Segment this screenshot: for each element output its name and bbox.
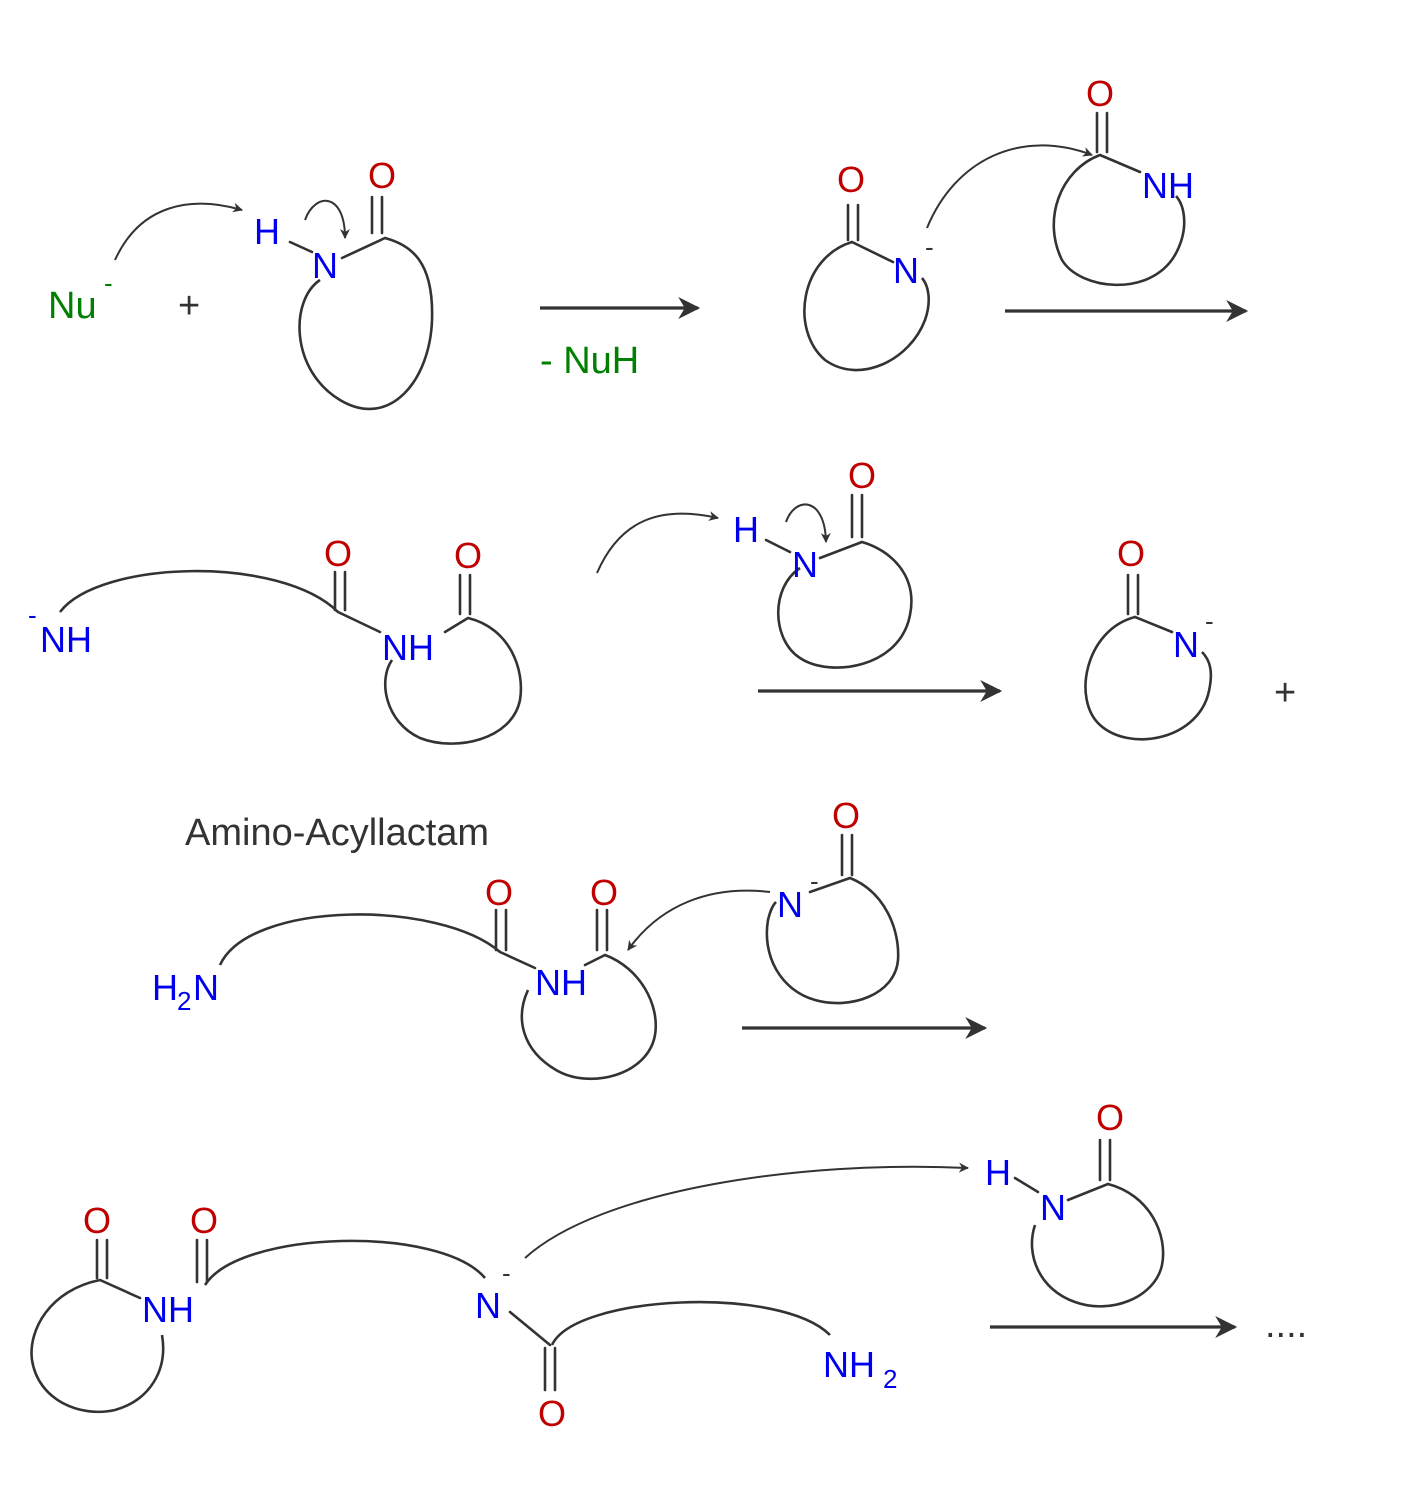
amide-c-n-bond — [498, 950, 537, 970]
lactam-anion-2: O N - — [1084, 533, 1214, 741]
c-n-bond — [1133, 615, 1174, 634]
growing-chain-anion: O NH O - N O NH 2 — [30, 1200, 897, 1434]
lactam-ring — [1052, 153, 1186, 287]
acyllactam-anion: - NH O NH O — [28, 533, 523, 745]
hydrogen-atom: H — [733, 509, 759, 550]
ring-oxygen: O — [83, 1200, 111, 1241]
oxygen-atom: O — [832, 795, 860, 836]
hydrogen-atom: H — [985, 1152, 1011, 1193]
amine-h: H — [152, 967, 178, 1008]
anion-charge: - — [810, 866, 819, 896]
nucleophile-label: Nu — [48, 285, 97, 327]
nh-group: NH — [1142, 165, 1194, 206]
amine-nh: NH — [823, 1344, 875, 1385]
c-n-bond — [1066, 1182, 1110, 1202]
anion-charge: - — [1205, 606, 1214, 636]
ring-c-n-bond — [583, 953, 607, 967]
amide-oxygen: O — [324, 533, 352, 574]
lactam-1: O N H — [254, 155, 434, 411]
oxygen-atom: O — [368, 155, 396, 196]
n-c-bond — [508, 1310, 552, 1347]
ring-c-n-bond — [443, 616, 470, 634]
curly-arrow-proton-abstraction — [114, 202, 243, 261]
row-1-deprotonation: Nu - + O N H - NuH O N - — [48, 73, 1249, 411]
anion-charge: - — [502, 1258, 511, 1288]
amine-subscript: 2 — [883, 1364, 897, 1394]
alkyl-chain-1 — [203, 1239, 486, 1286]
n-h-bond — [1013, 1176, 1040, 1194]
acyl-oxygen: O — [538, 1393, 566, 1434]
lactam-ring — [298, 236, 434, 411]
lactam-2: O NH — [1052, 73, 1194, 287]
curly-arrow-nucleophilic-attack — [926, 144, 1093, 229]
nh-anion: NH — [40, 619, 92, 660]
lactam-ring — [30, 1278, 165, 1414]
nitrogen-atom: N — [792, 544, 818, 585]
lactam-ring — [765, 876, 900, 1005]
continuation-ellipsis: .... — [1265, 1304, 1307, 1346]
nitrogen-anion: N — [1173, 624, 1199, 665]
lactam-ring — [520, 953, 658, 1081]
c-n-bond — [818, 540, 864, 560]
oxygen-atom: O — [848, 455, 876, 496]
amide-c-n-bond — [336, 610, 382, 634]
amide-oxygen: O — [190, 1200, 218, 1241]
anion-charge: - — [925, 232, 934, 262]
nitrogen-anion: N — [475, 1285, 501, 1326]
c-n-bond — [808, 876, 852, 894]
nitrogen-anion: N — [893, 250, 919, 291]
alkyl-chain — [218, 913, 501, 966]
row-2-proton-transfer: - NH O NH O O N H — [28, 455, 1296, 745]
nucleophile-charge: - — [104, 268, 113, 298]
lactam-ring — [1084, 615, 1213, 741]
hydrogen-atom: H — [254, 211, 280, 252]
lactam-anion-3: N - O — [765, 795, 900, 1005]
amide-oxygen: O — [485, 872, 513, 913]
plus-sign: + — [1274, 672, 1296, 714]
oxygen-atom: O — [1086, 73, 1114, 114]
lactam-ring — [384, 616, 523, 745]
nitrogen-anion: N — [777, 884, 803, 925]
curly-arrow-nucleophilic-attack — [627, 889, 771, 951]
amine-subscript: 2 — [177, 986, 191, 1016]
curly-arrow-proton-abstraction — [524, 1162, 969, 1259]
lactam-3: O N H — [733, 455, 913, 669]
imide-nh: NH — [535, 962, 587, 1003]
product-label: Amino-Acyllactam — [185, 812, 489, 854]
lactam-4: H N O — [985, 1097, 1165, 1308]
amino-acyllactam: H 2 N O NH O — [152, 872, 658, 1081]
n-h-bond — [288, 240, 314, 254]
oxygen-atom: O — [1117, 533, 1145, 574]
c-n-bond — [340, 236, 387, 260]
row-3-propagation: Amino-Acyllactam H 2 N O NH O N - O — [152, 795, 988, 1081]
nitrogen-atom: N — [1040, 1187, 1066, 1228]
nitrogen-atom: N — [312, 245, 338, 286]
row-4-chain-growth: O NH O - N O NH 2 H N O — [30, 1097, 1307, 1434]
oxygen-atom: O — [1096, 1097, 1124, 1138]
oxygen-atom: O — [837, 159, 865, 200]
curly-arrow-nh-bond — [785, 503, 831, 543]
ring-c-n-bond — [98, 1278, 142, 1300]
lactam-ring — [1030, 1182, 1165, 1308]
lactam-ring — [803, 240, 931, 372]
byproduct-label: - NuH — [540, 340, 639, 382]
amine-n: N — [193, 967, 219, 1008]
n-h-bond — [764, 538, 792, 554]
alkyl-chain-2 — [550, 1300, 831, 1346]
imide-nh: NH — [142, 1289, 194, 1330]
lactam-ring — [776, 540, 913, 669]
lactam-anion-1: O N - — [803, 159, 934, 372]
c-n-bond — [1098, 153, 1142, 174]
alkyl-chain — [58, 569, 339, 613]
curly-arrow-nh-bond — [304, 199, 350, 239]
ring-oxygen: O — [454, 535, 482, 576]
anion-charge: - — [28, 600, 37, 630]
plus-sign: + — [178, 285, 200, 327]
curly-arrow-proton-abstraction — [596, 511, 719, 574]
ring-oxygen: O — [590, 872, 618, 913]
c-n-bond — [850, 240, 895, 264]
